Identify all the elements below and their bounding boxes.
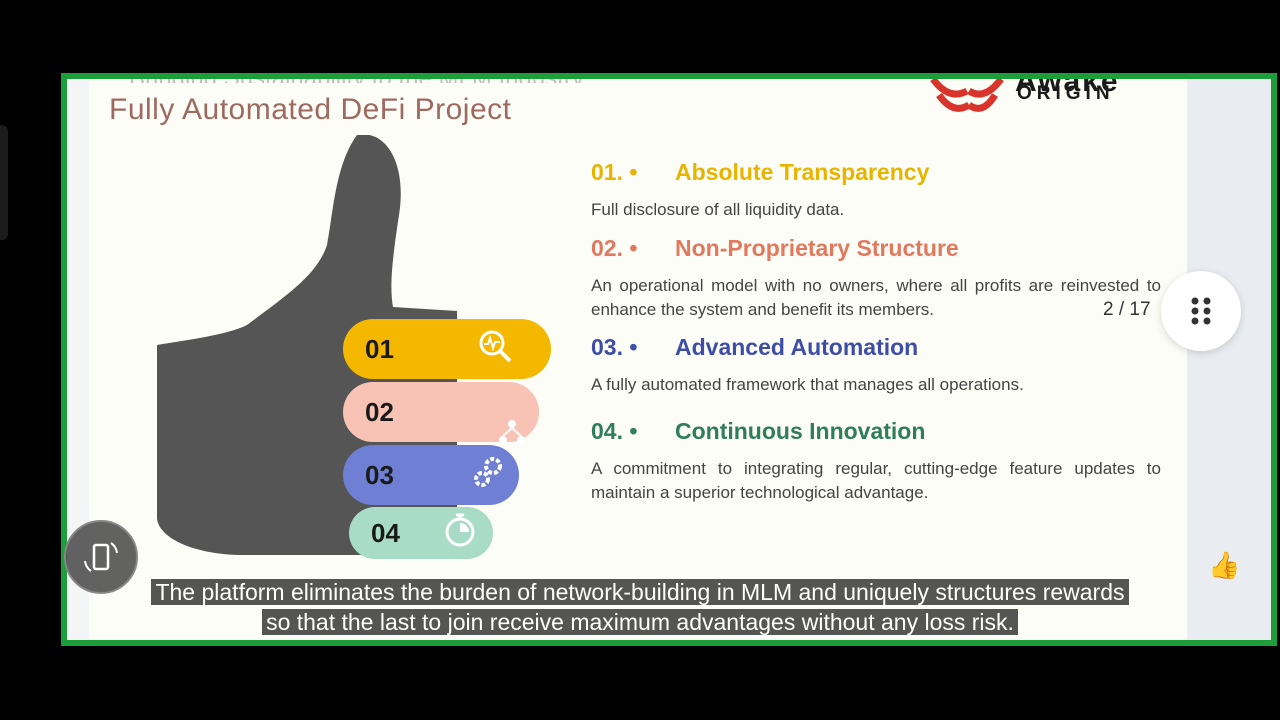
gears-icon	[471, 455, 505, 496]
feature-number: 02. •	[591, 235, 638, 261]
slide-title: Fully Automated DeFi Project	[109, 93, 512, 126]
pill-number: 01	[365, 333, 394, 364]
slide-margin	[1187, 79, 1271, 640]
network-people-icon	[497, 418, 527, 455]
caption-line-1: The platform eliminates the burden of ne…	[151, 579, 1129, 605]
feature-item-1: 01. • Absolute Transparency Full disclos…	[591, 159, 1161, 222]
feature-title: Non-Proprietary Structure	[675, 235, 959, 261]
grid-menu-button[interactable]	[1161, 271, 1241, 351]
feature-description: An operational model with no owners, whe…	[591, 276, 1161, 319]
pill-number: 02	[365, 396, 394, 427]
screen-rotate-icon	[84, 542, 118, 572]
feature-description: A fully automated framework that manages…	[591, 375, 1024, 394]
search-chart-icon	[477, 328, 513, 371]
pill-03: 03	[343, 445, 519, 505]
phone-edge	[0, 125, 8, 240]
feature-item-4: 04. • Continuous Innovation A commitment…	[591, 418, 1161, 505]
presentation-slide: Bringing Sustainability to the MLM Indus…	[89, 79, 1187, 640]
slide-counter: 2 / 17	[1097, 297, 1157, 323]
feature-description: Full disclosure of all liquidity data.	[591, 200, 845, 219]
cut-heading: Bringing Sustainability to the MLM Indus…	[129, 79, 769, 83]
logo-subtitle: ORIGIN	[1017, 83, 1115, 104]
video-caption: The platform eliminates the burden of ne…	[0, 577, 1280, 637]
feature-title: Absolute Transparency	[675, 159, 930, 185]
rotate-screen-button[interactable]	[64, 520, 138, 594]
pill-number: 04	[371, 517, 400, 548]
caption-line-2: so that the last to join receive maximum…	[262, 609, 1018, 635]
feature-description: A commitment to integrating regular, cut…	[591, 459, 1161, 502]
feature-number: 03. •	[591, 334, 638, 360]
feature-title: Advanced Automation	[675, 334, 919, 360]
pill-02: 02	[343, 382, 539, 444]
logo-wordmark: Awake	[1015, 73, 1120, 98]
brand-logo: Awake ORIGIN	[929, 73, 1169, 121]
logo-mark-icon	[930, 79, 1004, 112]
thumbs-up-reaction-icon[interactable]: 👍	[1208, 550, 1241, 580]
video-frame[interactable]: Bringing Sustainability to the MLM Indus…	[61, 73, 1277, 646]
feature-item-2: 02. • Non-Proprietary Structure An opera…	[591, 235, 1161, 322]
pill-01: 01	[343, 319, 551, 379]
feature-number: 01. •	[591, 159, 638, 185]
stopwatch-icon	[443, 512, 477, 555]
feature-item-3: 03. • Advanced Automation A fully automa…	[591, 334, 1161, 397]
feature-number: 04. •	[591, 418, 638, 444]
pill-04: 04	[349, 507, 493, 559]
feature-title: Continuous Innovation	[675, 418, 926, 444]
pill-number: 03	[365, 459, 394, 490]
grid-dots-icon	[1191, 297, 1211, 325]
